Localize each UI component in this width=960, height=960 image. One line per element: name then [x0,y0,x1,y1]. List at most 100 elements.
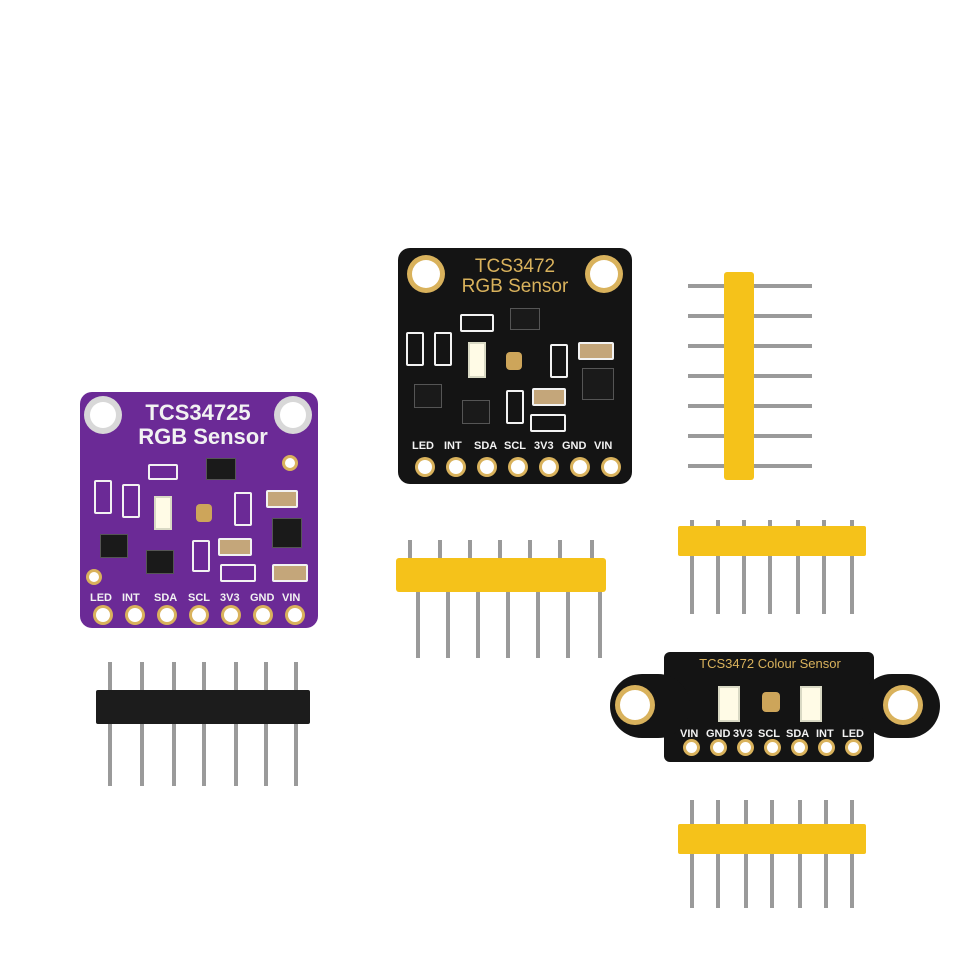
pin-pad [573,460,587,474]
header-pin [768,520,772,614]
pin-pad [128,608,142,622]
mounting-hole [888,690,918,720]
pin-pad [96,608,110,622]
pin-pad [767,742,778,753]
pin-label: VIN [680,728,699,740]
resistor [220,564,256,582]
resistor [434,332,452,366]
pin-label: SCL [188,592,210,604]
capacitor [266,490,298,508]
header-pin [408,540,412,560]
resistor [94,480,112,514]
white-led [800,686,822,722]
color-sensor-chip [506,352,522,370]
header-pin [506,590,510,658]
yellow-right-angle-header-2 [678,520,866,614]
pin-label: 3V3 [534,440,554,452]
pin-label: 3V3 [220,592,240,604]
board-subtitle: RGB Sensor [138,424,268,449]
regulator-chip [510,308,540,330]
capacitor [218,538,252,556]
tcs34725-board: TCS34725 RGB Sensor LED INT SDA SCL 3V3 … [80,392,318,628]
header-pin [598,590,602,658]
header-pin [796,520,800,614]
board-title: TCS3472 [474,256,556,277]
pin-pad [160,608,174,622]
pin-pad [418,460,432,474]
header-pin [446,590,450,658]
header-pin [498,540,502,560]
pin-label: LED [412,440,434,452]
pin-label: SDA [474,440,498,452]
pin-label: SCL [758,728,780,740]
capacitor [532,388,566,406]
resistor [406,332,424,366]
pin-label: VIN [282,592,301,604]
white-led [468,342,486,378]
yellow-horizontal-header [688,272,812,480]
mounting-hole [590,260,618,288]
resistor [122,484,140,518]
pin-label: LED [90,592,112,604]
resistor [506,390,524,424]
resistor [530,414,566,432]
board-title: TCS34725 [145,400,251,425]
resistor [234,492,252,526]
mounting-hole [280,402,306,428]
header-pin [416,590,420,658]
pin-label: INT [444,440,462,452]
resistor [192,540,210,572]
mounting-hole [412,260,440,288]
via-pad [285,458,295,468]
pin-label: LED [842,728,864,740]
header-pin [528,540,532,560]
level-shifter-chip [582,368,614,400]
color-sensor-chip [196,504,212,522]
pin-pad [794,742,805,753]
pin-label: SCL [504,440,526,452]
level-shifter-chip [272,518,302,548]
pin-pad [713,742,724,753]
mounting-hole [620,690,650,720]
pin-pad [542,460,556,474]
pin-pad [449,460,463,474]
pin-label: SDA [786,728,810,740]
pin-pad [686,742,697,753]
board-title: TCS3472 Colour Sensor [699,656,841,671]
header-pin [742,520,746,614]
pin-pad [848,742,859,753]
white-led [154,496,172,530]
header-pin [468,540,472,560]
yellow-straight-header [678,800,866,908]
header-pin [438,540,442,560]
header-pin [850,520,854,614]
pin-label: GND [706,728,731,740]
color-sensor-chip [762,692,780,712]
mosfet-chip [146,550,174,574]
mounting-hole [90,402,116,428]
header-pin [476,590,480,658]
header-body [96,690,310,724]
yellow-right-angle-header [396,540,606,658]
via-pad [89,572,99,582]
pin-label: INT [816,728,834,740]
header-body [678,526,866,556]
pin-pad [256,608,270,622]
black-pin-header [96,662,310,786]
header-pin [566,590,570,658]
header-pin [536,590,540,658]
header-pin [716,520,720,614]
resistor [460,314,494,332]
regulator-chip [206,458,236,480]
header-pin [822,520,826,614]
pin-label: VIN [594,440,613,452]
mosfet-chip [462,400,490,424]
pin-pad [511,460,525,474]
capacitor [272,564,308,582]
header-body [724,272,754,480]
resistor [550,344,568,378]
pin-pad [192,608,206,622]
header-pin [558,540,562,560]
pin-pad [740,742,751,753]
